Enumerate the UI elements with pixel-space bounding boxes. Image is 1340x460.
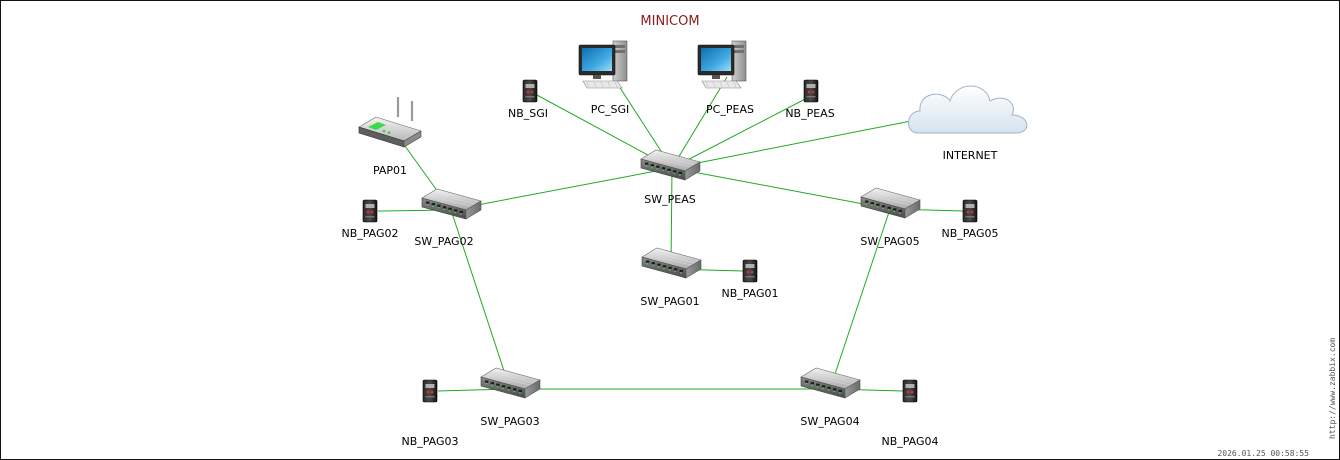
node-label: NB_PEAS — [785, 107, 834, 120]
node-label: SW_PAG04 — [800, 415, 859, 428]
desktop-computer-icon — [578, 40, 628, 89]
node-pc-peas[interactable]: PC_PEAS — [697, 40, 754, 116]
node-sw-pag02[interactable]: SW_PAG02 — [414, 188, 482, 248]
link-sw-pag05-to-sw-pag04 — [829, 208, 891, 390]
map-timestamp: 2026.01.25 00:58:55 — [1217, 449, 1309, 458]
link-sw-peas-to-nb-peas — [671, 94, 814, 169]
link-sw-peas-to-sw-pag05 — [671, 167, 891, 210]
notebook-icon — [962, 199, 978, 223]
node-label: SW_PAG02 — [414, 235, 473, 248]
link-sw-peas-to-sw-pag02 — [450, 167, 673, 211]
desktop-computer-icon — [697, 40, 747, 89]
wireless-router-icon — [358, 97, 422, 148]
node-label: INTERNET — [943, 149, 998, 162]
switch-icon — [480, 367, 541, 399]
node-nb-pag05[interactable]: NB_PAG05 — [941, 199, 999, 240]
link-sw-peas-to-pc-peas — [671, 76, 728, 169]
notebook-icon — [742, 259, 758, 283]
switch-icon — [860, 187, 921, 219]
node-nb-pag04[interactable]: NB_PAG04 — [881, 379, 939, 448]
node-label: NB_PAG05 — [941, 227, 998, 240]
switch-icon — [640, 149, 701, 181]
node-label: PAP01 — [373, 164, 407, 177]
node-sw-pag03[interactable]: SW_PAG03 — [480, 367, 541, 428]
link-sw-peas-to-internet — [671, 120, 912, 169]
nodes-layer: SW_PEAS PC_SGI PC_PEAS NB_SGI NB_PEAS INTERNE… — [341, 40, 1028, 448]
notebook-icon — [362, 199, 378, 223]
notebook-icon — [902, 379, 918, 403]
node-sw-pag01[interactable]: SW_PAG01 — [640, 247, 702, 308]
node-internet[interactable]: INTERNET — [908, 85, 1028, 162]
node-sw-pag05[interactable]: SW_PAG05 — [860, 187, 921, 248]
node-label: SW_PEAS — [644, 193, 695, 206]
link-sw-pag02-to-sw-pag03 — [450, 209, 511, 390]
node-nb-sgi[interactable]: NB_SGI — [508, 79, 548, 120]
node-label: PC_PEAS — [706, 103, 754, 116]
links-layer — [377, 76, 964, 392]
node-nb-peas[interactable]: NB_PEAS — [785, 79, 835, 120]
notebook-icon — [422, 379, 438, 403]
node-label: SW_PAG01 — [640, 295, 699, 308]
node-sw-pag04[interactable]: SW_PAG04 — [800, 367, 861, 428]
node-sw-peas[interactable]: SW_PEAS — [640, 149, 701, 206]
notebook-icon — [803, 79, 819, 103]
node-label: PC_SGI — [591, 103, 630, 116]
node-pap01[interactable]: PAP01 — [358, 97, 422, 177]
switch-icon — [800, 367, 861, 399]
node-label: NB_PAG02 — [341, 227, 398, 240]
zabbix-watermark: http://www.zabbix.com — [1328, 338, 1337, 439]
node-pc-sgi[interactable]: PC_SGI — [578, 40, 630, 116]
node-label: SW_PAG05 — [860, 235, 919, 248]
node-label: NB_PAG01 — [721, 287, 778, 300]
node-label: NB_PAG04 — [881, 435, 938, 448]
switch-icon — [641, 247, 702, 279]
node-nb-pag01[interactable]: NB_PAG01 — [721, 259, 779, 300]
switch-icon — [421, 188, 482, 220]
map-title: MINICOM — [640, 14, 699, 29]
node-label: NB_SGI — [508, 107, 548, 120]
cloud-icon — [908, 85, 1028, 134]
node-nb-pag03[interactable]: NB_PAG03 — [401, 379, 459, 448]
node-label: NB_PAG03 — [401, 435, 458, 448]
notebook-icon — [522, 79, 538, 103]
node-nb-pag02[interactable]: NB_PAG02 — [341, 199, 399, 240]
node-label: SW_PAG03 — [480, 415, 539, 428]
